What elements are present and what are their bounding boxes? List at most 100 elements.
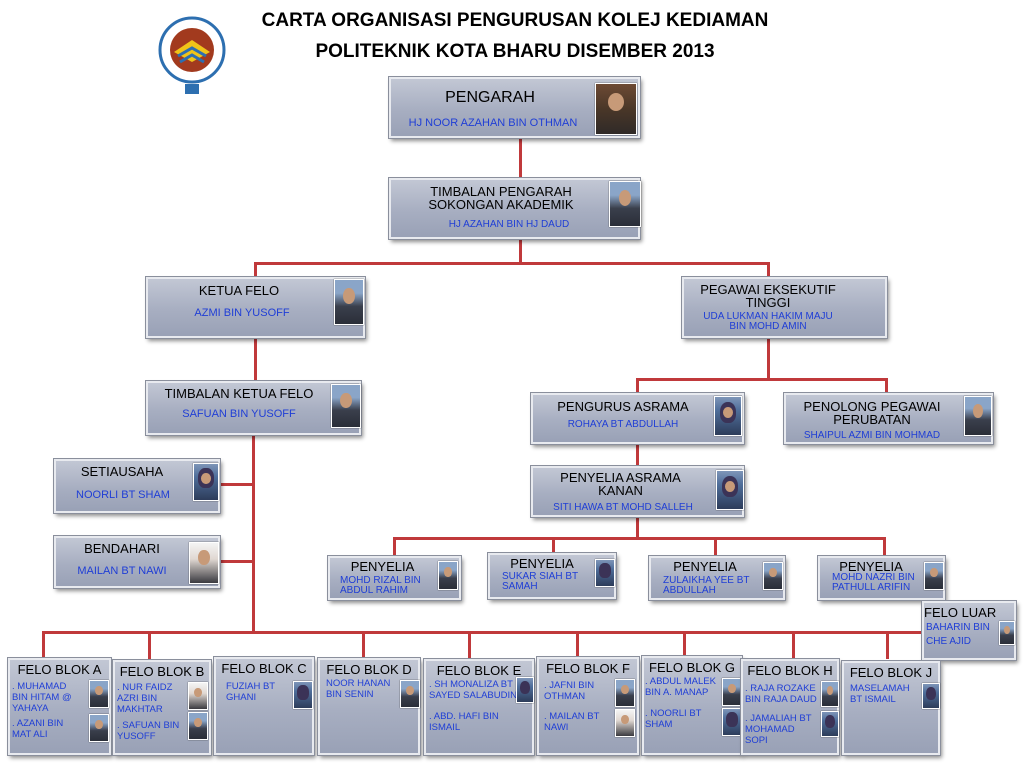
timbalan-pengarah-role-2: SOKONGAN AKADEMIK [428, 197, 574, 212]
penyelia-3-role: PENYELIA [673, 559, 737, 574]
felo-blok-b: FELO BLOK B . NUR FAIDZ AZRI BIN MAKHTAR… [112, 659, 212, 756]
felo-blok-b-person-2: . SAFUAN BIN YUSOFF [117, 720, 180, 742]
penyelia-2-name-2: SAMAH [502, 581, 538, 592]
felo-blok-d-photo-1 [400, 680, 420, 708]
felo-luar-name-1: BAHARIN BIN [926, 622, 990, 633]
pengurus-asrama-name: ROHAYA BT ABDULLAH [567, 419, 679, 430]
ketua-felo-box: KETUA FELO AZMI BIN YUSOFF [145, 276, 366, 339]
penyelia-4-photo [924, 562, 944, 590]
felo-blok-e: FELO BLOK E . SH MONALIZA BT SAYED SALAB… [423, 658, 535, 756]
felo-blok-a-photo-2 [89, 714, 109, 742]
felo-blok-h-role: FELO BLOK H [747, 663, 833, 678]
felo-blok-b-photo-1 [188, 682, 208, 710]
timbalan-pengarah-role-1: TIMBALAN PENGARAH [430, 184, 572, 199]
felo-blok-c-role: FELO BLOK C [221, 661, 307, 676]
felo-blok-g-person-2: . NOORLI BT SHAM [645, 708, 702, 730]
penyelia-1-name-1: MOHD RIZAL BIN [340, 575, 421, 586]
felo-blok-f-role: FELO BLOK F [546, 661, 630, 676]
felo-blok-f-photo-2 [615, 709, 635, 737]
penolong-pegawai-role-2: PERUBATAN [833, 412, 911, 427]
pengurus-asrama-photo [714, 396, 742, 436]
pengarah-name: HJ NOOR AZAHAN BIN OTHMAN [408, 117, 578, 129]
felo-blok-b-person-1: . NUR FAIDZ AZRI BIN MAKHTAR [117, 682, 173, 715]
felo-blok-g: FELO BLOK G . ABDUL MALEK BIN A. MANAP .… [641, 655, 743, 756]
penyelia-1-name-2: ABDUL RAHIM [340, 585, 408, 596]
bendahari-box: BENDAHARI MAILAN BT NAWI [53, 535, 221, 589]
bendahari-role: BENDAHARI [84, 541, 160, 556]
pegawai-eksekutif-role-2: TINGGI [745, 295, 791, 310]
felo-luar-box: FELO LUAR BAHARIN BIN CHE AJID [921, 600, 1017, 661]
timbalan-ketua-felo-box: TIMBALAN KETUA FELO SAFUAN BIN YUSOFF [145, 380, 362, 436]
felo-blok-e-role: FELO BLOK E [436, 663, 522, 678]
penyelia-1-role: PENYELIA [350, 559, 415, 574]
setiausaha-name: NOORLI BT SHAM [76, 489, 170, 501]
penyelia-3-photo [763, 562, 783, 590]
felo-blok-a: FELO BLOK A . MUHAMAD BIN HITAM @ YAHAYA… [7, 657, 112, 756]
penyelia-2-name-1: SUKAR SIAH BT [502, 571, 579, 582]
felo-blok-f-person-2: . MAILAN BT NAWI [544, 711, 600, 733]
pegawai-eksekutif-box: PEGAWAI EKSEKUTIF TINGGI UDA LUKMAN HAKI… [681, 276, 888, 339]
pengurus-asrama-box: PENGURUS ASRAMA ROHAYA BT ABDULLAH [530, 392, 745, 445]
felo-blok-d: FELO BLOK D NOOR HANAN BIN SENIN [317, 657, 421, 756]
felo-blok-a-role: FELO BLOK A [17, 662, 102, 677]
felo-blok-g-person-1: . ABDUL MALEK BIN A. MANAP [645, 676, 716, 698]
penyelia-kanan-name: SITI HAWA BT MOHD SALLEH [553, 502, 693, 513]
penolong-pegawai-name: SHAIPUL AZMI BIN MOHMAD [803, 430, 941, 441]
felo-blok-g-role: FELO BLOK G [649, 660, 735, 675]
penyelia-box-4: PENYELIA MOHD NAZRI BIN PATHULL ARIFIN [817, 555, 946, 601]
felo-blok-a-person-2: . AZANI BIN MAT ALI [12, 718, 64, 740]
felo-luar-photo [999, 621, 1015, 645]
felo-blok-g-photo-1 [722, 678, 742, 706]
pegawai-eksekutif-name-1: UDA LUKMAN HAKIM MAJU [703, 311, 833, 322]
penyelia-1-photo [438, 561, 458, 590]
felo-luar-name-2: CHE AJID [926, 636, 972, 647]
felo-blok-h: FELO BLOK H . RAJA ROZAKE BIN RAJA DAUD … [740, 658, 840, 756]
felo-blok-e-person-2: . ABD. HAFI BIN ISMAIL [429, 711, 499, 733]
timbalan-pengarah-photo [609, 181, 641, 227]
ketua-felo-role: KETUA FELO [198, 283, 280, 298]
felo-blok-e-person-1: . SH MONALIZA BT SAYED SALABUDIN [429, 679, 517, 701]
bendahari-name: MAILAN BT NAWI [77, 565, 167, 577]
felo-blok-a-photo-1 [89, 680, 109, 708]
felo-blok-h-person-1: . RAJA ROZAKE BIN RAJA DAUD [745, 683, 817, 705]
felo-blok-h-photo-1 [821, 681, 839, 707]
felo-blok-g-photo-2 [722, 708, 742, 736]
felo-blok-j: FELO BLOK J MASELAMAH BT ISMAIL [841, 660, 941, 756]
felo-blok-b-photo-2 [188, 712, 208, 740]
pengarah-photo [595, 83, 637, 135]
ketua-felo-name: AZMI BIN YUSOFF [194, 307, 290, 319]
penolong-pegawai-box: PENOLONG PEGAWAI PERUBATAN SHAIPUL AZMI … [783, 392, 994, 445]
penyelia-3-name-1: ZULAIKHA YEE BT [663, 575, 750, 586]
penyelia-kanan-box: PENYELIA ASRAMA KANAN SITI HAWA BT MOHD … [530, 465, 745, 518]
timbalan-ketua-felo-role: TIMBALAN KETUA FELO [164, 386, 314, 401]
felo-blok-c-person-1: FUZIAH BT GHANI [226, 681, 275, 703]
felo-blok-j-role: FELO BLOK J [849, 665, 933, 680]
felo-blok-h-photo-2 [821, 711, 839, 737]
timbalan-pengarah-box: TIMBALAN PENGARAH SOKONGAN AKADEMIK HJ A… [388, 177, 641, 240]
felo-blok-f-person-1: . JAFNI BIN OTHMAN [544, 680, 595, 702]
felo-blok-f: FELO BLOK F . JAFNI BIN OTHMAN . MAILAN … [536, 656, 640, 756]
felo-blok-d-role: FELO BLOK D [326, 662, 412, 677]
penyelia-4-name-1: MOHD NAZRI BIN [832, 572, 915, 583]
penyelia-kanan-role-2: KANAN [598, 483, 643, 498]
timbalan-ketua-felo-photo [331, 384, 361, 428]
pengurus-asrama-role: PENGURUS ASRAMA [557, 399, 689, 414]
bendahari-photo [189, 542, 219, 584]
penolong-pegawai-photo [964, 396, 992, 436]
penyelia-2-role: PENYELIA [510, 556, 574, 571]
penyelia-kanan-photo [716, 470, 744, 510]
penyelia-4-role: PENYELIA [839, 559, 903, 574]
felo-blok-f-photo-1 [615, 679, 635, 707]
felo-blok-c-photo-1 [293, 681, 313, 709]
pengarah-box: PENGARAH HJ NOOR AZAHAN BIN OTHMAN [388, 76, 641, 139]
penyelia-2-photo [595, 559, 615, 587]
felo-luar-role: FELO LUAR [924, 605, 997, 620]
penyelia-kanan-role-1: PENYELIA ASRAMA [560, 470, 681, 485]
felo-blok-h-person-2: . JAMALIAH BT MOHAMAD SOPI [745, 713, 812, 746]
setiausaha-role: SETIAUSAHA [80, 464, 164, 479]
felo-blok-e-photo-1 [516, 677, 534, 703]
pegawai-eksekutif-name-2: BIN MOHD AMIN [729, 321, 807, 332]
felo-blok-j-person-1: MASELAMAH BT ISMAIL [850, 683, 910, 705]
politeknik-logo [158, 16, 226, 94]
felo-blok-b-role: FELO BLOK B [119, 664, 205, 679]
